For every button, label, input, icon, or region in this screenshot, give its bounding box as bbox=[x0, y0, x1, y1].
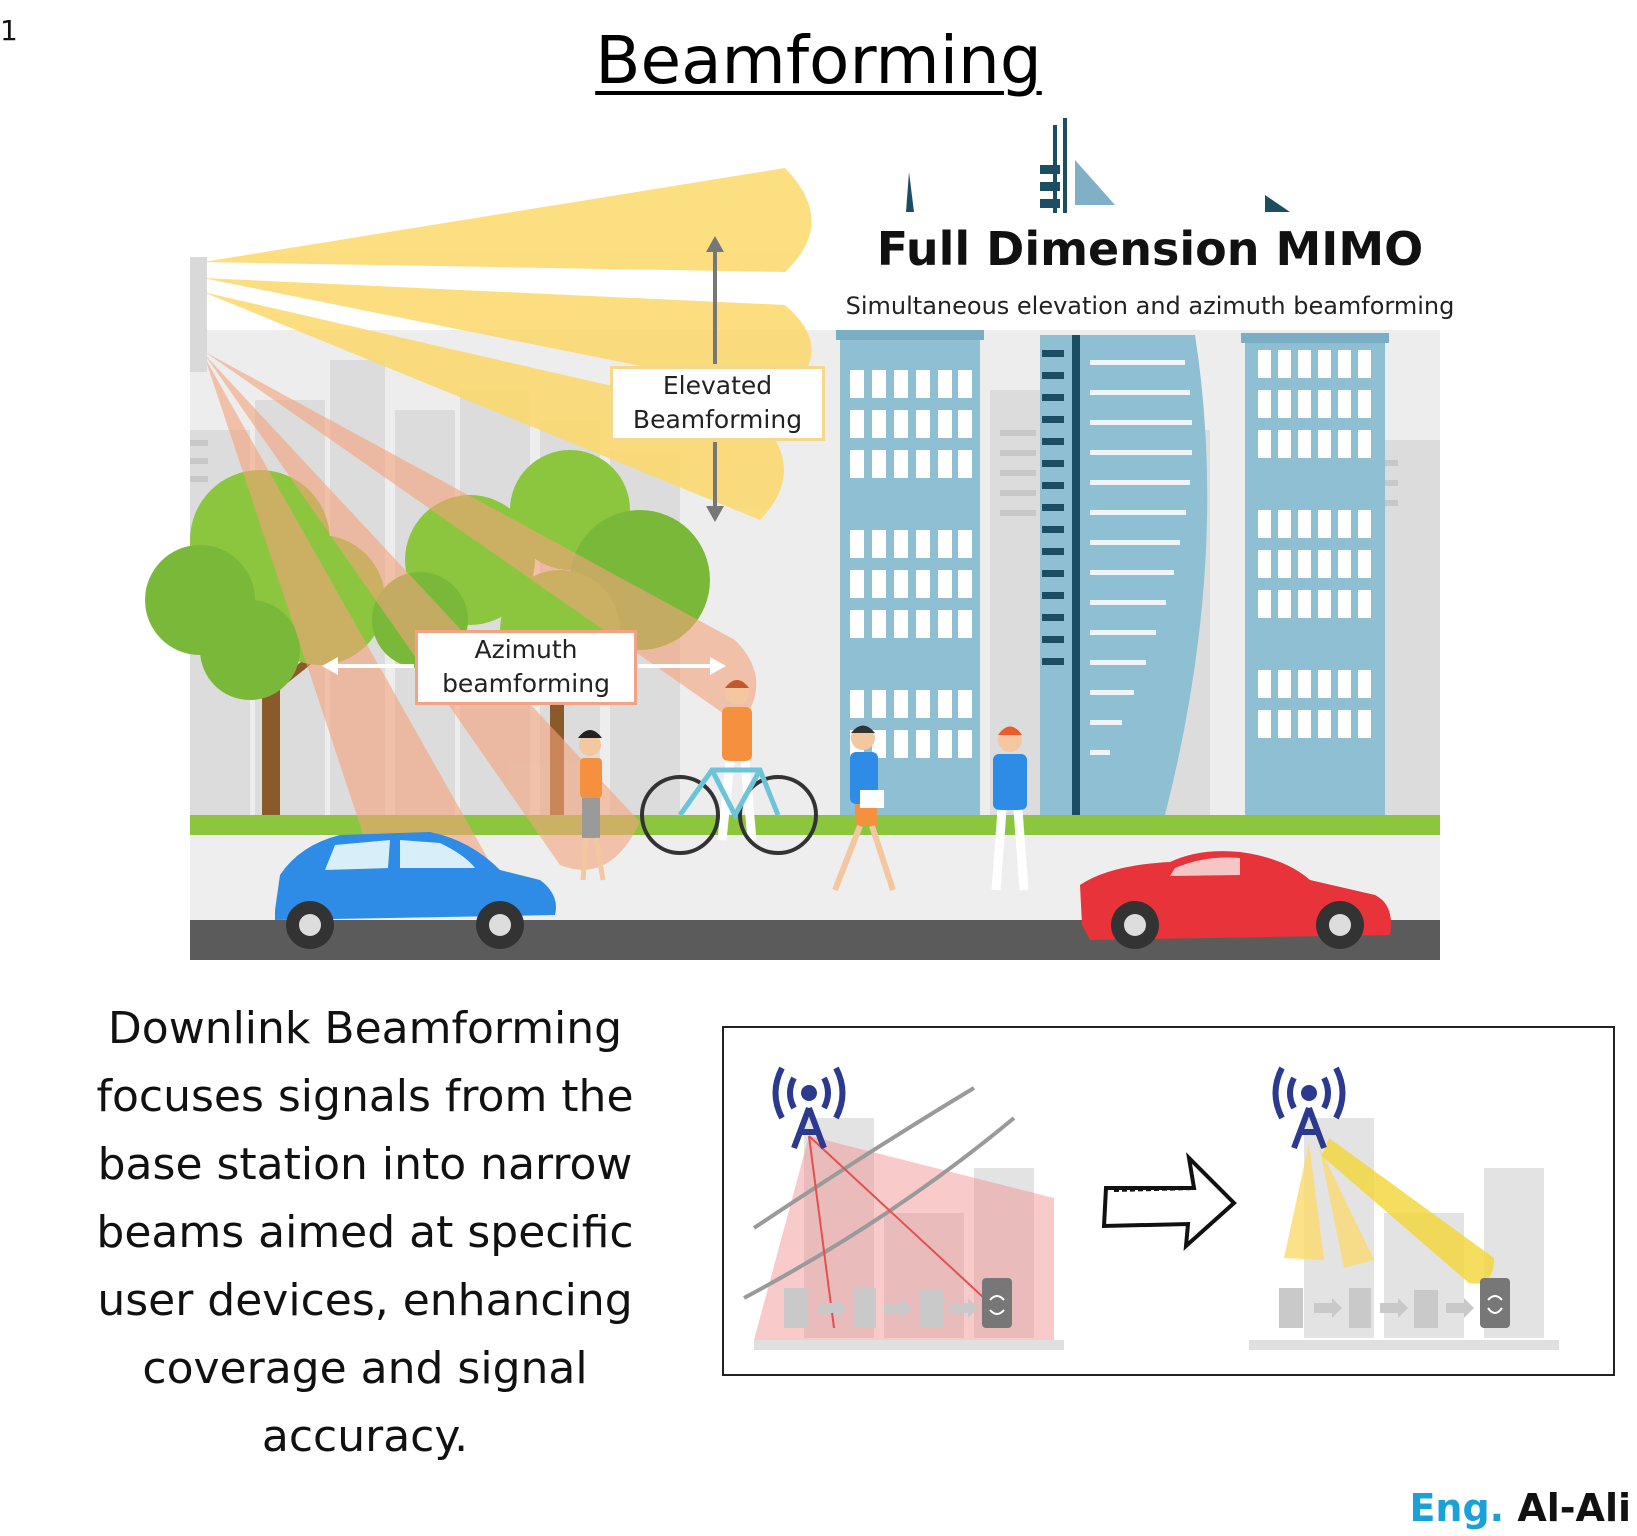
azimuth-beamforming-label: Azimuth beamforming bbox=[415, 630, 637, 705]
broadcast-scene bbox=[743, 1066, 1064, 1350]
antenna-panel-icon bbox=[190, 257, 207, 372]
arrow-right-icon bbox=[1101, 1152, 1237, 1251]
author-brand: Eng. Al-Ali bbox=[1409, 1486, 1631, 1530]
pedestrians bbox=[578, 680, 1029, 892]
page-number: 1 bbox=[0, 14, 18, 47]
fd-mimo-heading: Full Dimension MIMO bbox=[876, 222, 1424, 276]
beamforming-comparison-panel bbox=[722, 1026, 1615, 1376]
description-text: Downlink Beamforming focuses signals fro… bbox=[96, 1003, 634, 1462]
fd-mimo-logo-icon bbox=[906, 118, 1290, 213]
elevated-beamforming-label: Elevated Beamforming bbox=[610, 366, 825, 441]
blue-car bbox=[275, 832, 556, 949]
red-car bbox=[1080, 851, 1391, 949]
antenna-tower-icon bbox=[1272, 1066, 1346, 1150]
phone-icon bbox=[982, 1278, 1012, 1328]
antenna-tower-icon bbox=[772, 1066, 846, 1150]
focused-beam-scene bbox=[1249, 1066, 1559, 1350]
phone-icon bbox=[1480, 1278, 1510, 1328]
fd-mimo-illustration bbox=[145, 118, 1440, 960]
fd-mimo-subheading: Simultaneous elevation and azimuth beamf… bbox=[845, 292, 1455, 320]
page-title: Beamforming bbox=[595, 22, 1042, 99]
